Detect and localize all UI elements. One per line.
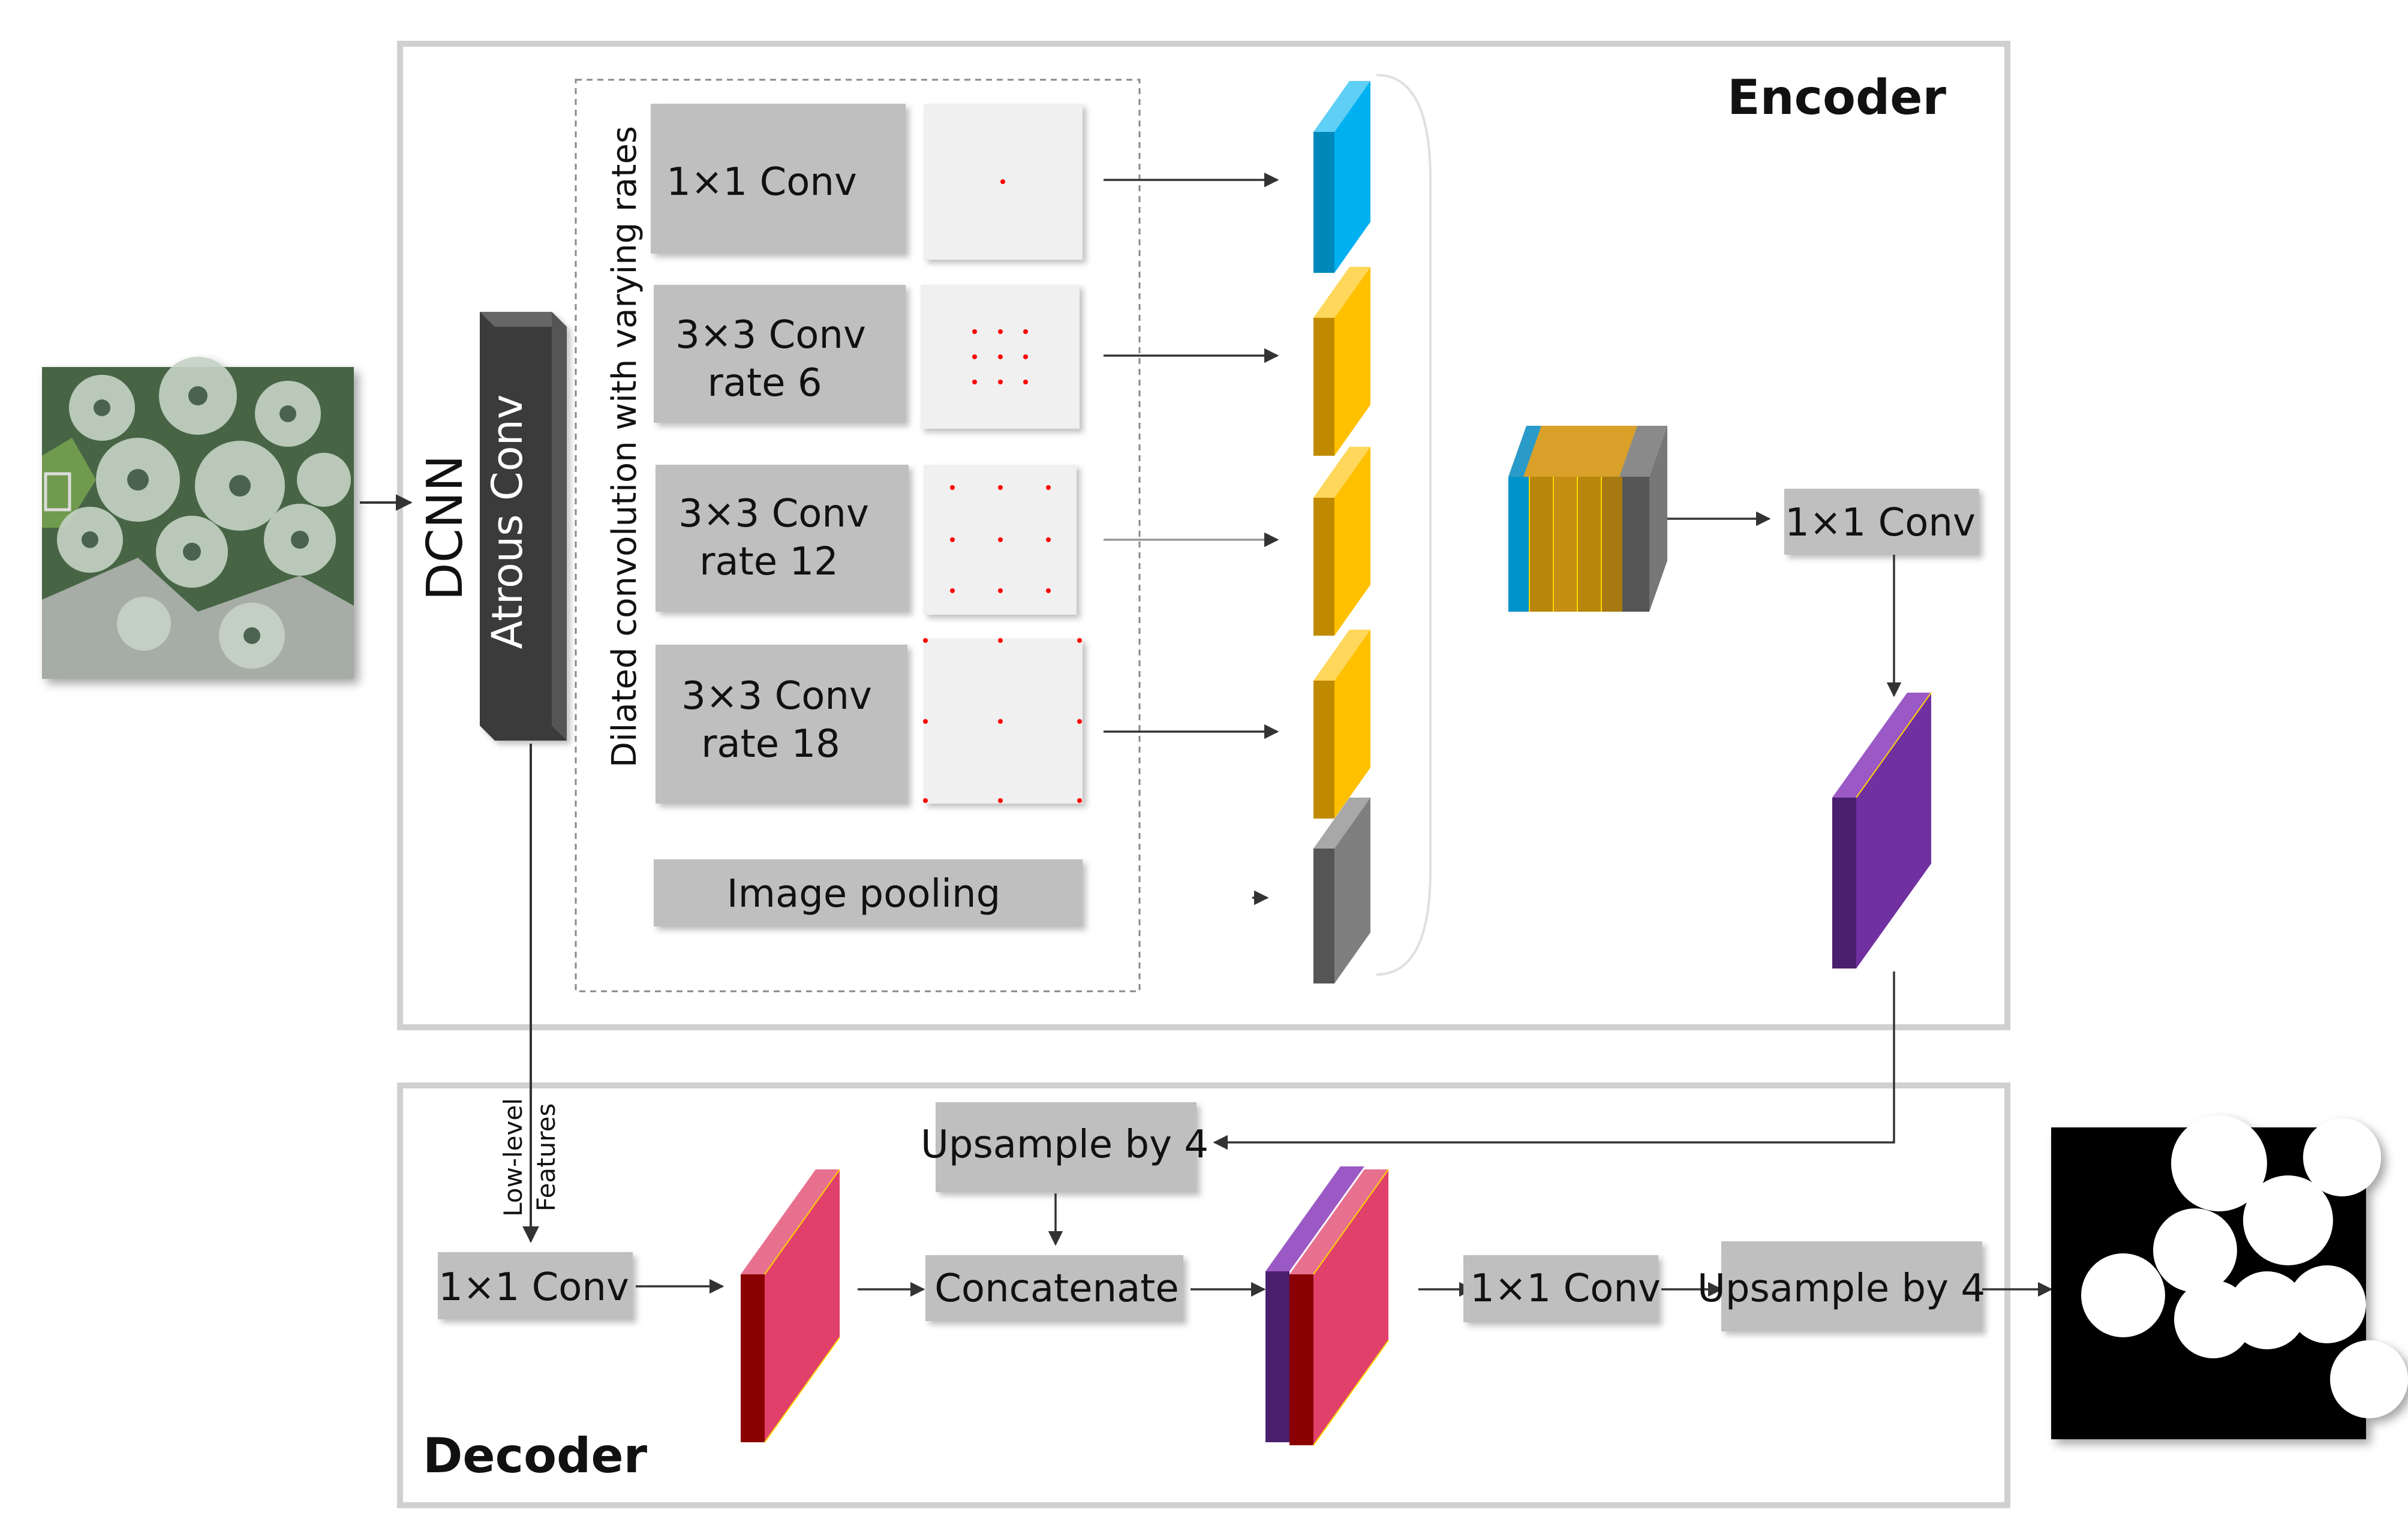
branch1-label: 1×1 Conv (666, 160, 857, 204)
branch-rate12: 3×3 Conv rate 12 (656, 465, 1077, 615)
concatenate-block: Concatenate (925, 1255, 1183, 1321)
atrous-conv-block (480, 312, 567, 741)
low-level-label-1: Low-level (498, 1098, 528, 1217)
decoder-conv1x1-b-label: 1×1 Conv (1470, 1267, 1661, 1311)
branch3-label-1: 3×3 Conv (678, 492, 869, 536)
encoder-to-upsample-arrow (1213, 971, 1895, 1150)
decoder-conv1x1-a: 1×1 Conv (438, 1252, 633, 1319)
branch2-label-1: 3×3 Conv (675, 313, 866, 357)
low-level-label-2: Features (531, 1103, 561, 1212)
decoder-title: Decoder (423, 1428, 648, 1484)
feature-map-purple (1832, 692, 1932, 968)
branch-arrows (1104, 172, 1279, 906)
output-mask-image (2051, 1115, 2408, 1439)
input-image (42, 357, 354, 679)
branch3-label-2: rate 12 (699, 540, 838, 584)
dilated-group (575, 79, 1141, 992)
branch-rate18: 3×3 Conv rate 18 (656, 638, 1083, 804)
feature-map-gray (1313, 798, 1370, 983)
upsample-top-label: Upsample by 4 (921, 1123, 1208, 1167)
dilated-label: Dilated convolution with varying rates (605, 126, 644, 768)
dcnn-label: DCNN (417, 455, 474, 600)
feature-map-concat-stack (1265, 1166, 1389, 1446)
feature-map-gold-2 (1313, 447, 1370, 636)
feature-map-red (741, 1169, 840, 1443)
upsample-out-label: Upsample by 4 (1697, 1267, 1985, 1311)
decoder-conv1x1-a-label: 1×1 Conv (438, 1265, 629, 1310)
concat-bracket (1376, 74, 1432, 976)
image-pooling-label: Image pooling (727, 872, 1000, 916)
atrous-conv-label: Atrous Conv (483, 395, 532, 649)
branch-conv1x1: 1×1 Conv (651, 104, 1083, 260)
feature-map-gold-3 (1313, 630, 1370, 819)
upsample-top-block: Upsample by 4 (921, 1102, 1208, 1192)
branch2-label-2: rate 6 (707, 361, 822, 405)
encoder-title: Encoder (1727, 70, 1947, 125)
branch-rate6: 3×3 Conv rate 6 (654, 285, 1080, 429)
upsample-out-block: Upsample by 4 (1697, 1241, 1985, 1331)
kernel-dot (1000, 179, 1005, 184)
image-pooling-block: Image pooling (654, 859, 1083, 927)
feature-map-blue (1313, 81, 1370, 273)
branch4-label-2: rate 18 (701, 722, 840, 766)
concat-feature-block (1508, 426, 1667, 612)
concatenate-label: Concatenate (934, 1267, 1179, 1311)
encoder-conv1x1: 1×1 Conv (1784, 489, 1979, 555)
decoder-conv1x1-b: 1×1 Conv (1463, 1255, 1661, 1322)
feature-map-gold-1 (1313, 267, 1370, 456)
branch4-label-1: 3×3 Conv (681, 674, 872, 718)
encoder-conv1x1-label: 1×1 Conv (1785, 501, 1976, 545)
